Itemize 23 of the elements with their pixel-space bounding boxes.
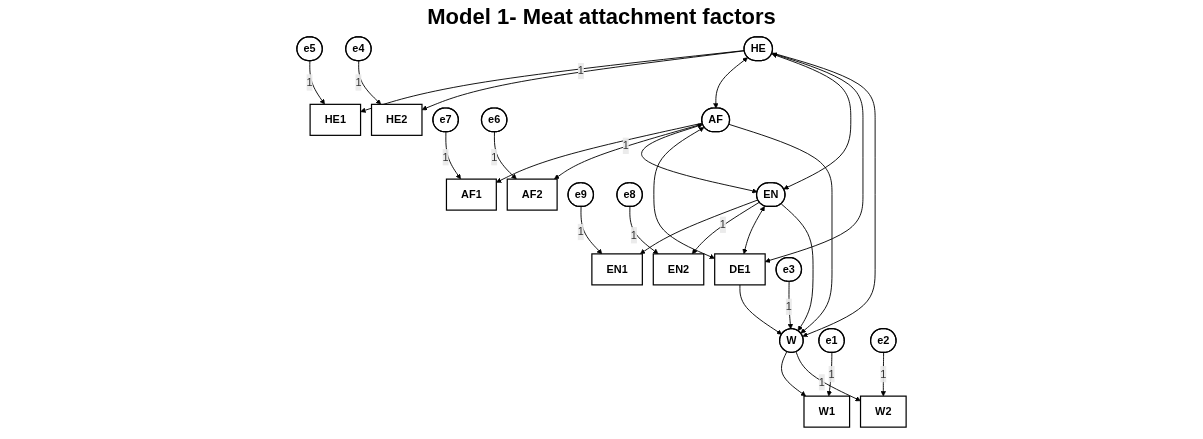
edge-label: 1	[622, 139, 629, 152]
node-box: HE1	[309, 103, 362, 136]
node-box: AF2	[506, 178, 558, 211]
node-box: EN1	[591, 253, 643, 286]
edge-label: 1	[306, 76, 313, 89]
edge-label: 1	[818, 375, 825, 389]
edge-label: 1	[630, 228, 637, 242]
node-box: EN2	[652, 253, 705, 286]
edge-label: 1	[880, 367, 887, 381]
edge-label: 1	[442, 150, 449, 163]
edge-label: 1	[355, 76, 362, 89]
edge-label: 1	[577, 64, 584, 77]
node-box: W1	[803, 395, 851, 428]
node-box: HE2	[370, 103, 423, 136]
diagram-title: Model 1- Meat attachment factors	[426, 4, 777, 30]
node-box: W2	[859, 395, 907, 428]
edge-label: 1	[785, 300, 792, 313]
edge-label: 1	[828, 367, 835, 381]
edge-label: 1	[491, 150, 498, 163]
node-box: DE1	[714, 253, 766, 286]
edge-label: 1	[577, 225, 584, 238]
edge-label: 1	[719, 218, 726, 231]
node-box: AF1	[445, 178, 497, 211]
